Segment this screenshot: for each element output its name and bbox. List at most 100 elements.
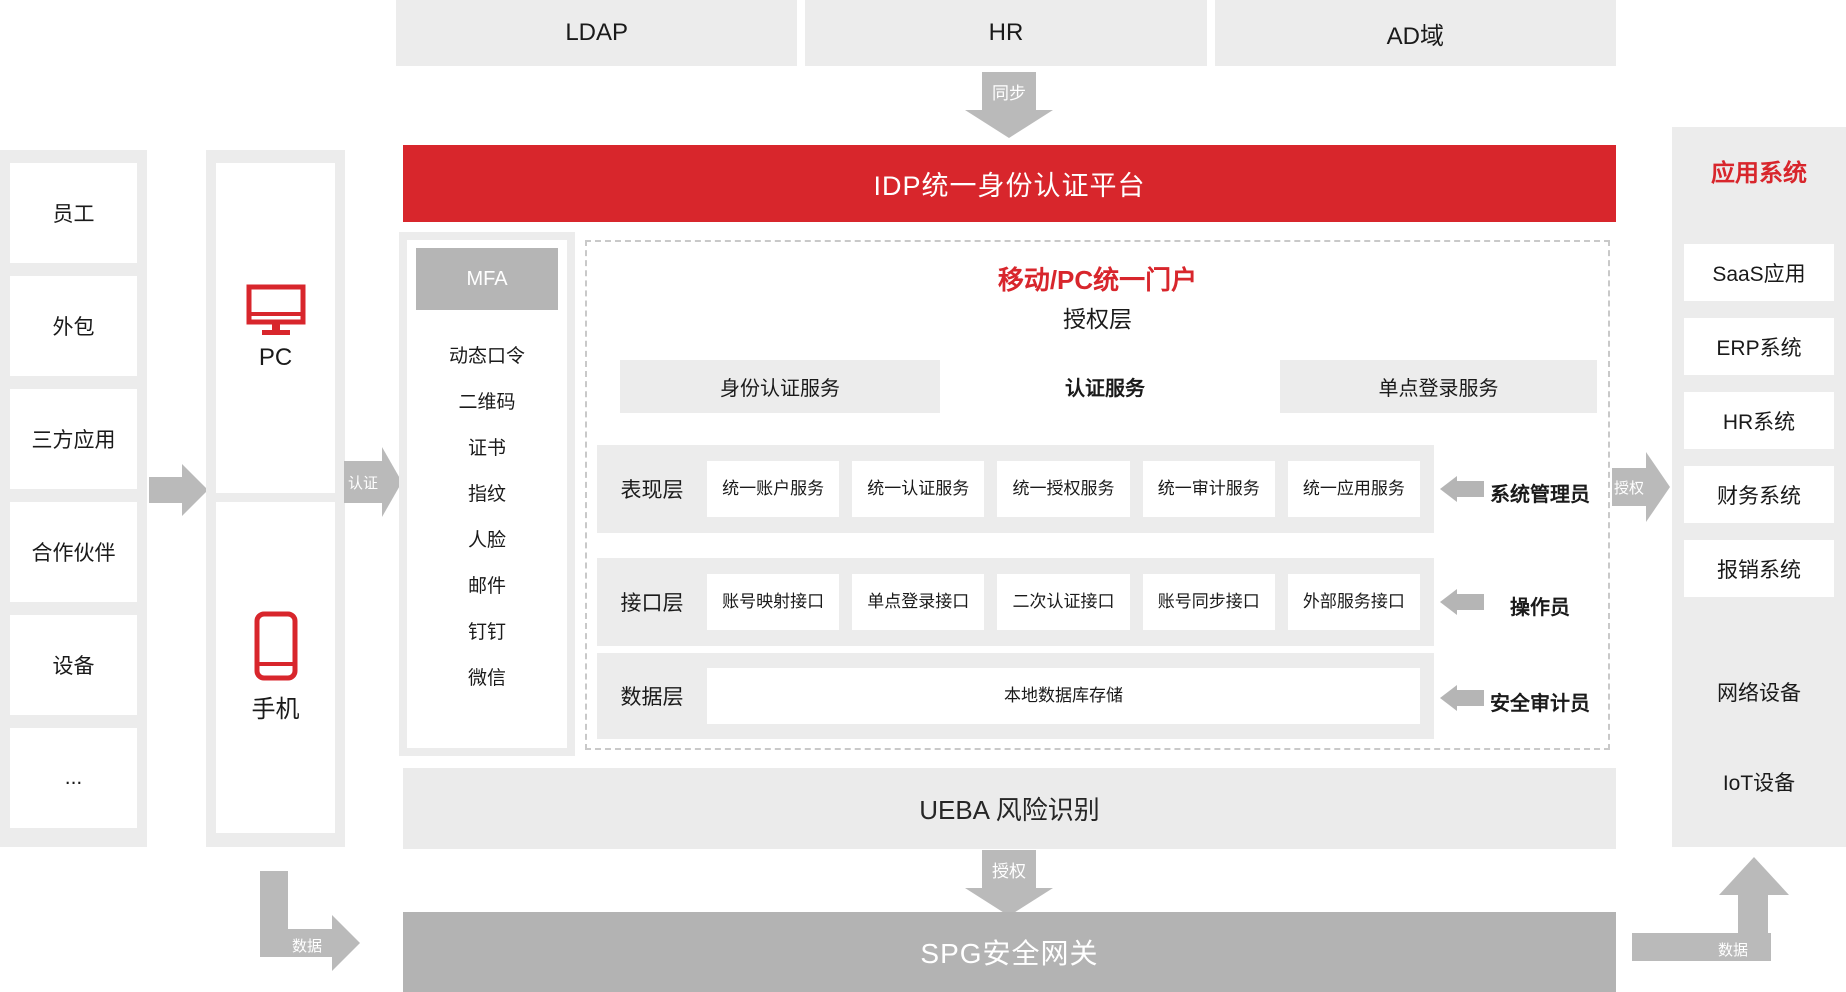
data-elbow-left-horizontal <box>260 929 332 957</box>
app-plain-item: 网络设备 <box>1717 682 1801 705</box>
authz-right-arrow: 授权 <box>1612 452 1670 522</box>
app-box: 财务系统 <box>1684 466 1834 523</box>
role-arrow <box>1440 476 1484 502</box>
identity-box: 外包 <box>10 276 137 376</box>
role-label-operator: 操作员 <box>1510 597 1570 619</box>
arrow-shaft <box>1457 481 1484 497</box>
arrow-left-icon <box>1440 685 1457 711</box>
identity-box: 员工 <box>10 163 137 263</box>
portal-subtitle: 授权层 <box>1063 306 1132 332</box>
identity-panel: 员工外包三方应用合作伙伴设备... <box>0 150 147 847</box>
spg-bar: SPG安全网关 <box>403 912 1616 992</box>
app-box: SaaS应用 <box>1684 244 1834 301</box>
service-box-identity-auth: 身份认证服务 <box>620 360 940 413</box>
arrow-down-icon <box>965 888 1053 916</box>
device-panel: PC 手机 <box>206 150 345 847</box>
arrow-right-icon <box>382 447 402 517</box>
mfa-item: 动态口令 <box>448 346 525 367</box>
layer-row-presentation: 表现层 统一账户服务统一认证服务统一授权服务统一审计服务统一应用服务 <box>597 445 1434 533</box>
sync-arrow-label: 同步 <box>982 72 1036 110</box>
authz-down-arrow: 授权 <box>965 850 1053 916</box>
arrow-shaft <box>1457 690 1484 706</box>
authz-down-arrow-label: 授权 <box>982 850 1036 888</box>
arrow-right-icon <box>1646 452 1670 522</box>
apps-plain-list: 网络设备 IoT设备 <box>1672 677 1846 797</box>
arrow-down-icon <box>965 110 1053 138</box>
mfa-list: 动态口令二维码证书指纹人脸邮件钉钉微信 <box>407 334 567 702</box>
mfa-item: 人脸 <box>467 530 506 551</box>
layer-box: 统一认证服务 <box>852 461 985 517</box>
mfa-item: 邮件 <box>467 576 506 597</box>
role-arrow <box>1440 589 1484 615</box>
arrow-shaft <box>149 477 182 503</box>
identity-box: ... <box>10 728 137 828</box>
layer-box: 统一授权服务 <box>997 461 1130 517</box>
data-right-label: 数据 <box>1717 942 1748 959</box>
service-box-sso: 单点登录服务 <box>1280 360 1597 413</box>
layer-boxes: 统一账户服务统一认证服务统一授权服务统一审计服务统一应用服务 <box>707 461 1421 517</box>
service-label-auth: 认证服务 <box>1065 378 1145 400</box>
arrow-left-icon <box>1440 476 1457 502</box>
role-arrow <box>1440 685 1484 711</box>
mfa-item: 二维码 <box>458 392 516 413</box>
authn-arrow-label: 认证 <box>344 461 382 503</box>
layer-box: 外部服务接口 <box>1287 574 1421 630</box>
mfa-panel-body: MFA 动态口令二维码证书指纹人脸邮件钉钉微信 <box>407 240 567 748</box>
source-system-box: LDAP <box>396 0 798 66</box>
role-label-sysadmin: 系统管理员 <box>1490 484 1590 506</box>
layer-box: 账号同步接口 <box>1142 574 1275 630</box>
layer-box: 本地数据库存储 <box>707 668 1420 724</box>
apps-panel-title: 应用系统 <box>1711 160 1807 187</box>
layer-box: 统一账户服务 <box>707 461 840 517</box>
layer-label: 数据层 <box>620 686 684 709</box>
mfa-header: MFA <box>416 248 558 310</box>
authn-arrow: 认证 <box>344 447 402 517</box>
portal-title: 移动/PC统一门户 <box>997 265 1198 295</box>
ueba-bar: UEBA 风险识别 <box>403 768 1616 849</box>
identity-box: 设备 <box>10 615 137 715</box>
layer-boxes: 本地数据库存储 <box>707 668 1420 724</box>
arrow-up-icon <box>1719 857 1789 895</box>
mfa-panel: MFA 动态口令二维码证书指纹人脸邮件钉钉微信 <box>399 232 575 756</box>
arrow-right-icon <box>182 464 208 516</box>
layer-label: 表现层 <box>620 479 684 502</box>
phone-icon <box>254 611 297 681</box>
layer-row-interface: 接口层 账号映射接口单点登录接口二次认证接口账号同步接口外部服务接口 <box>597 558 1434 646</box>
app-box: 报销系统 <box>1684 540 1834 597</box>
mfa-item: 指纹 <box>467 484 506 505</box>
monitor-icon <box>246 284 305 335</box>
identity-box: 三方应用 <box>10 389 137 489</box>
source-system-box: AD域 <box>1214 0 1616 66</box>
device-box-phone: 手机 <box>216 502 335 833</box>
layer-box: 统一审计服务 <box>1142 461 1275 517</box>
idp-banner-title: IDP统一身份认证平台 <box>873 171 1146 201</box>
mfa-item: 钉钉 <box>467 622 506 643</box>
data-elbow-right-vertical <box>1738 895 1768 961</box>
identity-to-device-arrow <box>149 464 208 516</box>
arrow-shaft <box>1457 594 1484 610</box>
device-label: 手机 <box>251 696 300 723</box>
device-label: PC <box>258 344 293 371</box>
layer-box: 账号映射接口 <box>707 574 840 630</box>
source-system-box: HR <box>805 0 1207 66</box>
idp-banner: IDP统一身份认证平台 <box>403 145 1616 222</box>
arrow-left-icon <box>1440 589 1457 615</box>
app-box: HR系统 <box>1684 392 1834 449</box>
authz-arrow-label: 授权 <box>1612 468 1646 506</box>
identity-box: 合作伙伴 <box>10 502 137 602</box>
mfa-item: 证书 <box>467 438 506 459</box>
app-plain-item: IoT设备 <box>1722 772 1796 795</box>
layer-box: 二次认证接口 <box>997 574 1130 630</box>
layer-boxes: 账号映射接口单点登录接口二次认证接口账号同步接口外部服务接口 <box>707 574 1421 630</box>
portal-dashed-box <box>585 240 1610 750</box>
layer-box: 统一应用服务 <box>1287 461 1421 517</box>
layer-box: 单点登录接口 <box>852 574 985 630</box>
sync-arrow: 同步 <box>965 72 1053 138</box>
role-label-auditor: 安全审计员 <box>1490 693 1590 715</box>
layer-label: 接口层 <box>620 592 684 615</box>
arrow-right-icon <box>332 915 360 971</box>
mfa-item: 微信 <box>467 668 506 689</box>
